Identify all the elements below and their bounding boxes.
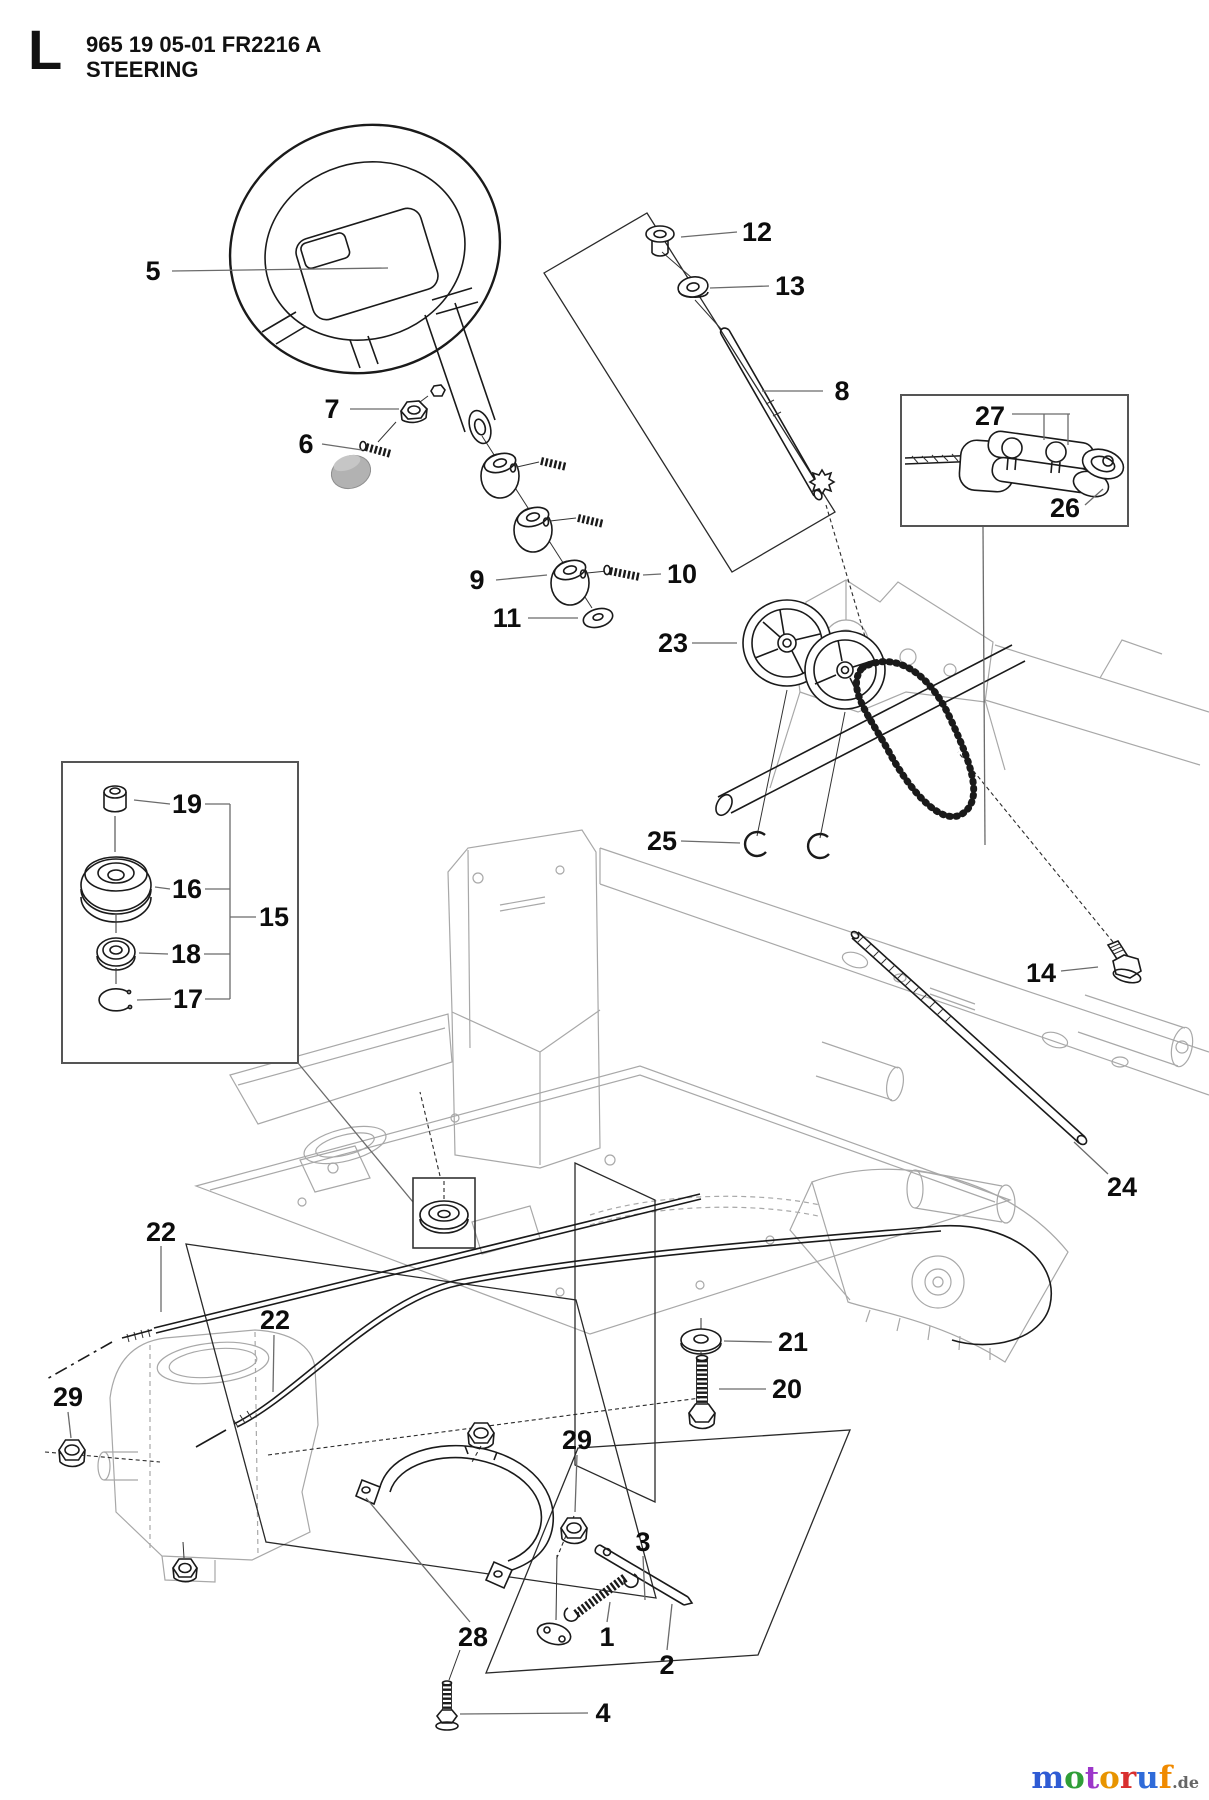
watermark-letter: o [1064, 1760, 1085, 1796]
pulley-16 [80, 856, 152, 923]
inset-leader-bearing [297, 1062, 414, 1203]
callout-29: 29 [562, 1425, 592, 1455]
nut-29-right [560, 1517, 588, 1545]
callout-28: 28 [458, 1622, 488, 1652]
watermark-letter: t [1084, 1760, 1100, 1796]
steering-cables-22 [44, 1193, 1053, 1448]
watermark-letter: o [1099, 1760, 1120, 1796]
watermark-letter: m [1031, 1760, 1065, 1796]
callout-11: 11 [493, 603, 522, 633]
chain-link-26 [1072, 448, 1125, 498]
callout-24: 24 [1107, 1172, 1137, 1202]
bushing-19 [103, 785, 127, 813]
steering-wheel [228, 123, 502, 375]
chassis-frame [97, 579, 1209, 1583]
cross-tube [715, 644, 1026, 817]
push-nut-clip [808, 468, 836, 496]
part-number: 965 19 05-01 FR2216 A [86, 32, 322, 57]
callout-27: 27 [975, 401, 1005, 431]
exploded-view-panels [185, 212, 851, 1674]
callout-14: 14 [1026, 958, 1056, 988]
bearing-location-highlight [412, 1177, 476, 1249]
set-screw-6 [359, 440, 393, 458]
washer-11 [582, 607, 614, 629]
link-3 [536, 1622, 572, 1646]
retaining-clips-25 [743, 830, 830, 860]
callout-12: 12 [742, 217, 772, 247]
nut-gearbox-bottom [172, 1558, 198, 1583]
spring-1 [563, 1573, 639, 1622]
inset-leader-clamp [982, 526, 986, 846]
bushing-12 [645, 225, 675, 257]
watermark-word: motoruf [1031, 1760, 1172, 1796]
steering-chain [853, 658, 978, 820]
bushing-13 [677, 276, 709, 298]
bolt-20 [688, 1354, 716, 1430]
nut-7 [377, 400, 429, 443]
steering-rod-8 [719, 327, 836, 501]
watermark-letter: u [1136, 1760, 1159, 1796]
callout-22: 22 [146, 1217, 176, 1247]
callout-23: 23 [658, 628, 688, 658]
steering-shaft-collars [480, 452, 641, 629]
watermark-letter: f [1158, 1760, 1173, 1796]
bolt-14 [1106, 940, 1142, 984]
inset-box-bearing-kit [61, 761, 299, 1064]
callout-5: 5 [145, 256, 160, 286]
bolt-4 [435, 1680, 459, 1731]
callout-20: 20 [772, 1374, 802, 1404]
callout-26: 26 [1050, 493, 1080, 523]
callout-19: 19 [172, 789, 202, 819]
callout-29: 29 [53, 1382, 83, 1412]
callout-3: 3 [635, 1527, 650, 1557]
callout-9: 9 [469, 565, 484, 595]
bearing-18 [96, 937, 136, 971]
page-title: STEERING [86, 57, 199, 83]
callout-1: 1 [599, 1622, 614, 1652]
callout-25: 25 [647, 826, 677, 856]
callout-8: 8 [834, 376, 849, 406]
inset-box-cable-clamp [900, 394, 1129, 527]
watermark-letter: r [1119, 1760, 1137, 1796]
header-block: 965 19 05-01 FR2216 A STEERING [86, 32, 321, 83]
leader-lines [67, 231, 1109, 1715]
section-letter: L [28, 18, 63, 81]
watermark-suffix: .de [1172, 1773, 1199, 1792]
callout-15: 15 [259, 902, 289, 932]
callout-21: 21 [778, 1327, 808, 1357]
callout-22: 22 [260, 1305, 290, 1335]
snap-ring-17 [98, 988, 133, 1012]
callout-13: 13 [775, 271, 805, 301]
pulleys-23 [742, 599, 886, 710]
nut-29-upper [467, 1422, 495, 1450]
tie-rod-24 [850, 930, 1088, 1146]
nut-29-left [58, 1439, 86, 1468]
callout-6: 6 [298, 429, 313, 459]
callout-2: 2 [659, 1650, 674, 1680]
washer-21 [680, 1328, 722, 1355]
callout-7: 7 [324, 394, 339, 424]
column-cap [330, 454, 372, 490]
callout-18: 18 [171, 939, 201, 969]
callout-10: 10 [667, 559, 697, 589]
callout-16: 16 [172, 874, 202, 904]
callout-4: 4 [595, 1698, 610, 1728]
watermark-logo[interactable]: motoruf.de [1031, 1763, 1199, 1794]
callout-17: 17 [173, 984, 203, 1014]
clamp-28 [354, 1444, 555, 1590]
steering-column [424, 302, 496, 445]
